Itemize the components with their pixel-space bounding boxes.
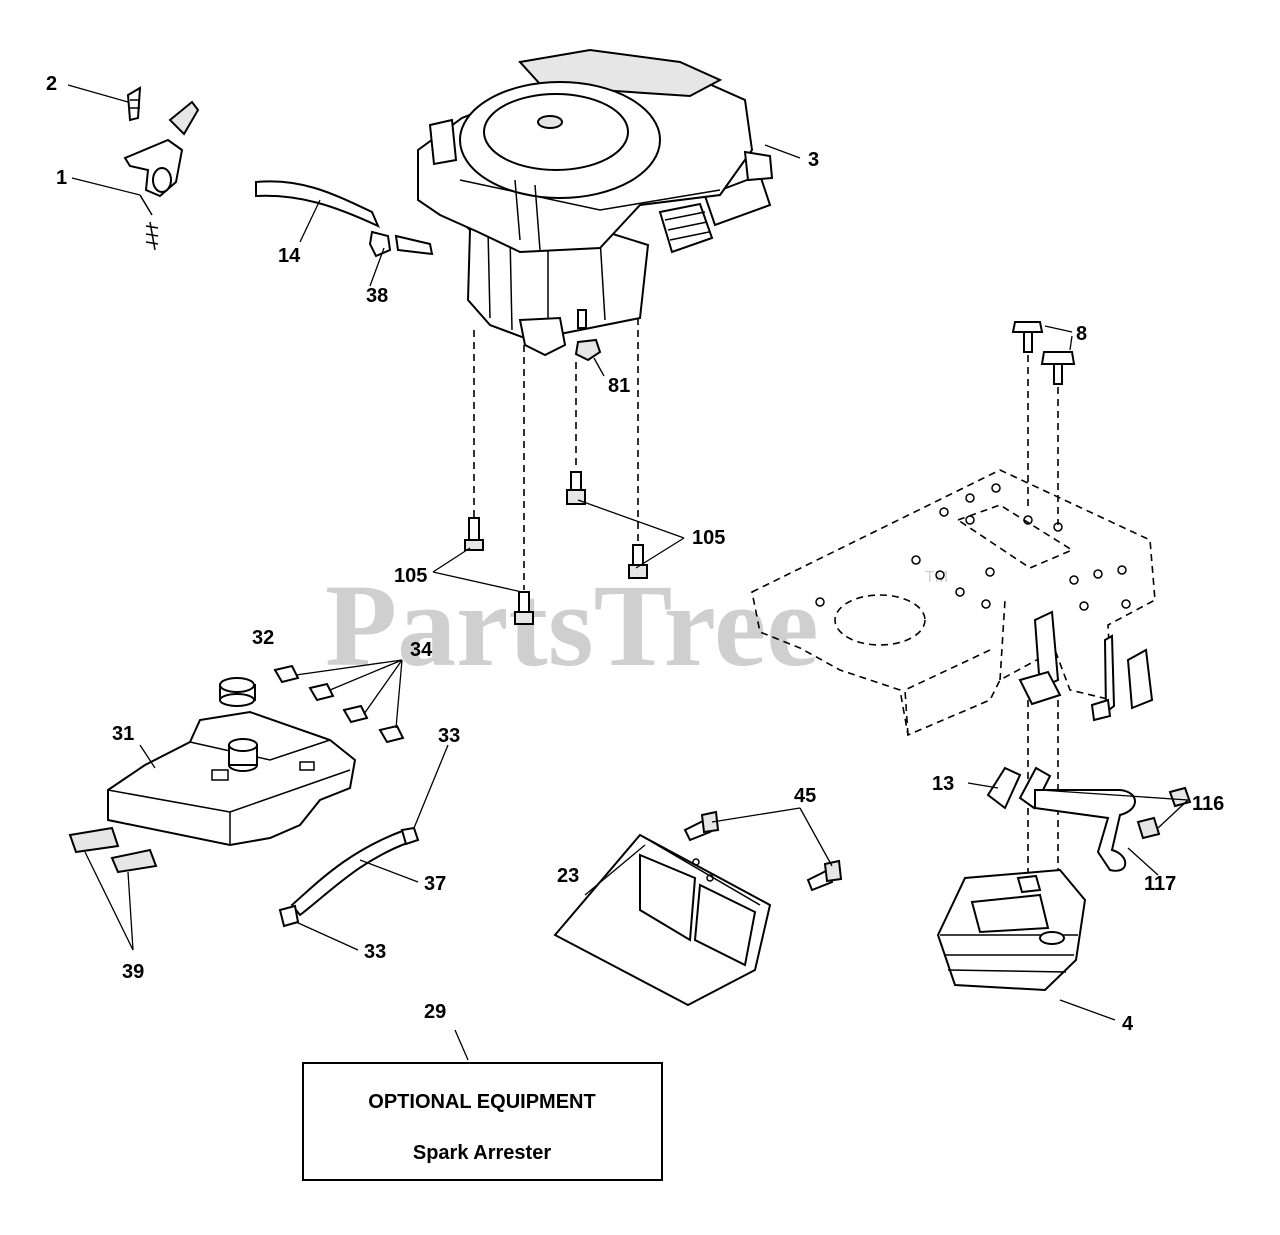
callout-39: 39 bbox=[122, 961, 144, 983]
shield-bolts-part bbox=[683, 810, 843, 892]
callout-33-top: 33 bbox=[438, 725, 460, 747]
callouts: 2 1 3 14 38 81 8 105 105 32 34 31 33 37 … bbox=[46, 73, 1224, 1035]
throttle-control-part bbox=[123, 86, 200, 251]
pads-part-39 bbox=[68, 826, 158, 874]
callout-105-right: 105 bbox=[692, 527, 725, 549]
leader-lines bbox=[67, 84, 1189, 1061]
callout-38: 38 bbox=[366, 285, 388, 307]
callout-117: 117 bbox=[1144, 873, 1176, 895]
callout-45: 45 bbox=[794, 785, 816, 807]
exhaust-pipe-part bbox=[1034, 789, 1136, 872]
callout-3: 3 bbox=[808, 149, 819, 171]
engine-part bbox=[417, 48, 774, 357]
optional-equipment-box: OPTIONAL EQUIPMENT Spark Arrester bbox=[302, 1062, 663, 1181]
callout-32: 32 bbox=[252, 627, 274, 649]
callout-116: 116 bbox=[1192, 793, 1224, 815]
callout-37: 37 bbox=[424, 873, 446, 895]
nut-part-81 bbox=[574, 309, 602, 362]
watermark-text: PartsTree bbox=[325, 560, 819, 691]
callout-29: 29 bbox=[424, 1001, 446, 1023]
fuel-cap-part bbox=[219, 677, 256, 707]
callout-33-bottom: 33 bbox=[364, 941, 386, 963]
callout-105-left: 105 bbox=[394, 565, 427, 587]
callout-2: 2 bbox=[46, 73, 57, 95]
muffler-part bbox=[936, 868, 1087, 992]
callout-81: 81 bbox=[608, 375, 630, 397]
tank-pads-part bbox=[273, 664, 405, 744]
callout-13: 13 bbox=[932, 773, 954, 795]
exhaust-nuts-part bbox=[1136, 786, 1192, 840]
mounting-bolts-part-8 bbox=[1011, 321, 1076, 385]
callout-8: 8 bbox=[1076, 323, 1087, 345]
callout-4: 4 bbox=[1122, 1013, 1134, 1035]
fuel-tank-part bbox=[107, 710, 357, 847]
engine-bolts-part bbox=[464, 471, 648, 625]
tractor-frame-part bbox=[751, 469, 1156, 737]
callout-34: 34 bbox=[410, 639, 433, 661]
heat-shield-part bbox=[553, 833, 772, 1007]
callout-31: 31 bbox=[112, 723, 134, 745]
exhaust-gasket-part bbox=[986, 766, 1052, 810]
fuel-line-part bbox=[255, 180, 434, 258]
callout-23: 23 bbox=[557, 865, 579, 887]
fuel-line-part-37 bbox=[278, 826, 420, 928]
optional-equipment-subtitle: Spark Arrester bbox=[413, 1142, 551, 1164]
callout-1: 1 bbox=[56, 167, 67, 189]
optional-equipment-title: OPTIONAL EQUIPMENT bbox=[368, 1091, 595, 1113]
callout-14: 14 bbox=[278, 245, 301, 267]
